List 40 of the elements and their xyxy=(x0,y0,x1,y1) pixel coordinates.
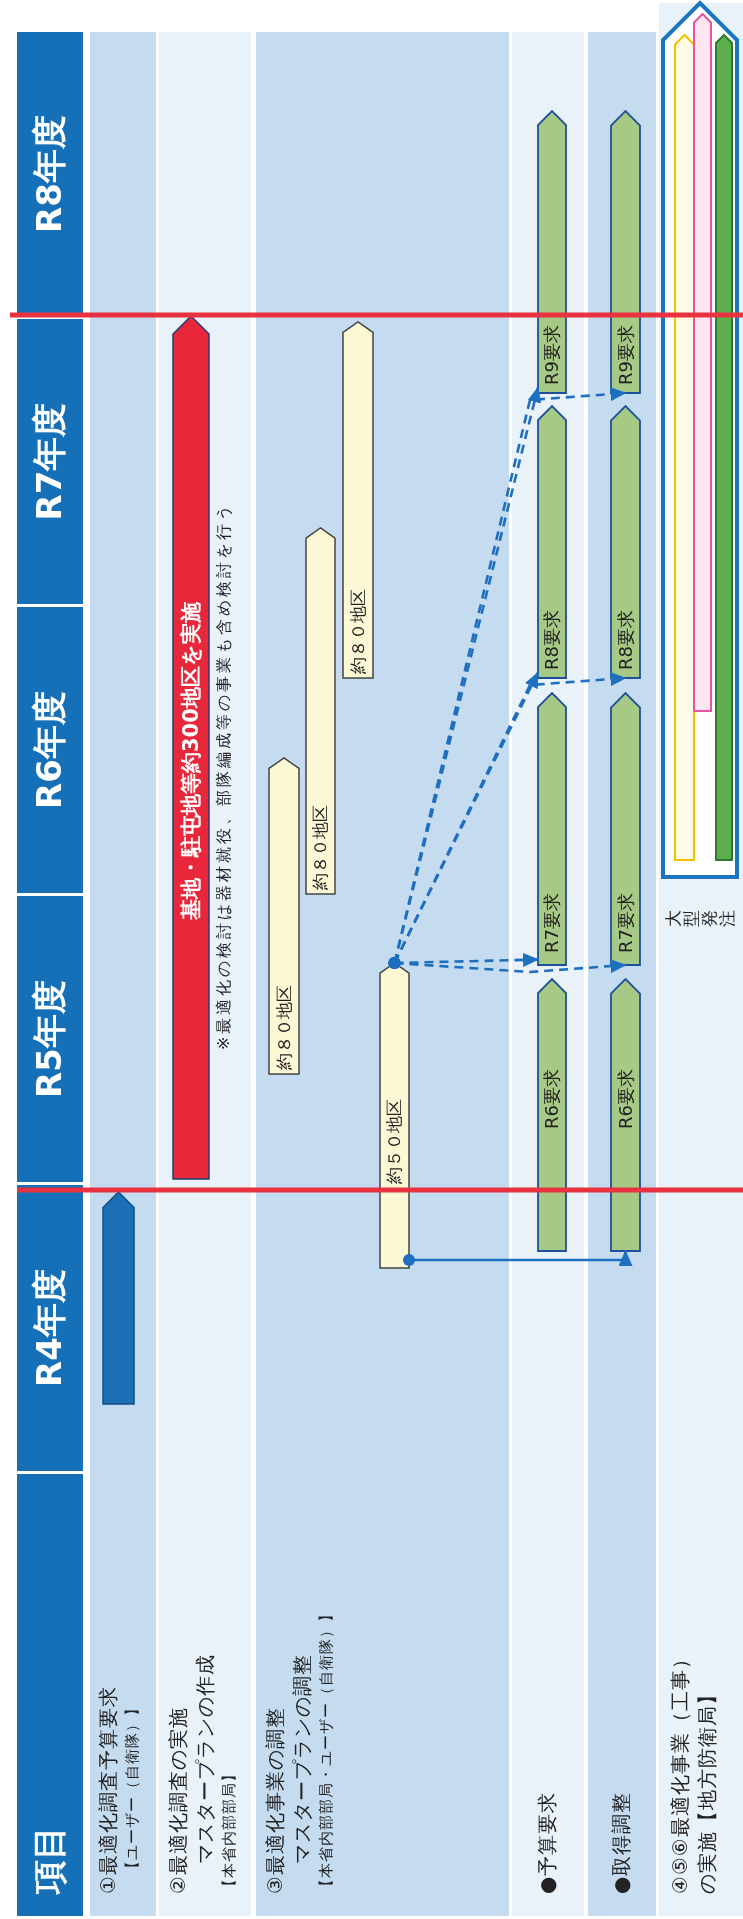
arrow xyxy=(403,1250,633,1266)
row-label: 【ユーザー（自衛隊）】 xyxy=(122,1699,142,1876)
bar-label: R9要求 xyxy=(614,325,637,385)
bar-label: R8要求 xyxy=(540,610,563,670)
bar-label: R7要求 xyxy=(614,893,637,953)
bar-label: 基地・駐屯地等約300地区を実施 xyxy=(178,602,204,920)
year-header: R7年度 xyxy=(17,319,83,604)
row-band xyxy=(256,32,509,1916)
bar-label: 約８０地区 xyxy=(273,985,295,1070)
row-label: ④⑤⑥最適化事業（工事）の実施【地方防衛局】 xyxy=(667,1647,720,1894)
bar-label: R7要求 xyxy=(540,893,563,953)
row-band xyxy=(512,32,584,1916)
year-header: R4年度 xyxy=(17,1185,83,1471)
note-text: ※最適化の検討は器材就役、部隊編成等の事業も含め検討を行う xyxy=(214,501,234,1050)
row-label: マスタープランの調整 xyxy=(289,1653,315,1864)
bar-label: 約５０地区 xyxy=(383,1099,405,1184)
year-header: R5年度 xyxy=(17,896,83,1182)
year-header: R8年度 xyxy=(17,32,83,316)
bar-label: R8要求 xyxy=(614,610,637,670)
bar-label: 約８０地区 xyxy=(347,589,369,674)
row-label: マスタープランの作成 xyxy=(192,1654,218,1864)
row-label: ●取得調整 xyxy=(608,1791,634,1894)
row-label: ①最適化調査予算要求 xyxy=(95,1686,121,1894)
year-header: R6年度 xyxy=(17,607,83,893)
row-band xyxy=(588,32,656,1916)
bar-label: R9要求 xyxy=(540,325,563,385)
bar-label: R6要求 xyxy=(540,1069,563,1129)
node-label: 大型発注 xyxy=(665,909,737,927)
column-header: 項目 xyxy=(17,1474,83,1916)
row-label: 【本省内部部局・ユーザー（自衛隊）】 xyxy=(316,1606,336,1894)
row-label: ●予算要求 xyxy=(534,1791,560,1894)
bar-label: 約８０地区 xyxy=(309,805,331,890)
bar-label: R6要求 xyxy=(614,1069,637,1129)
row-band xyxy=(659,3,743,1916)
row-label: 【本省内部部局】 xyxy=(219,1765,239,1894)
row-label: ②最適化調査の実施 xyxy=(165,1706,191,1894)
row-band xyxy=(90,32,156,1916)
row-label: ③最適化事業の調整 xyxy=(262,1706,288,1894)
dashed-arrow xyxy=(388,387,627,969)
row-band xyxy=(159,32,251,1916)
